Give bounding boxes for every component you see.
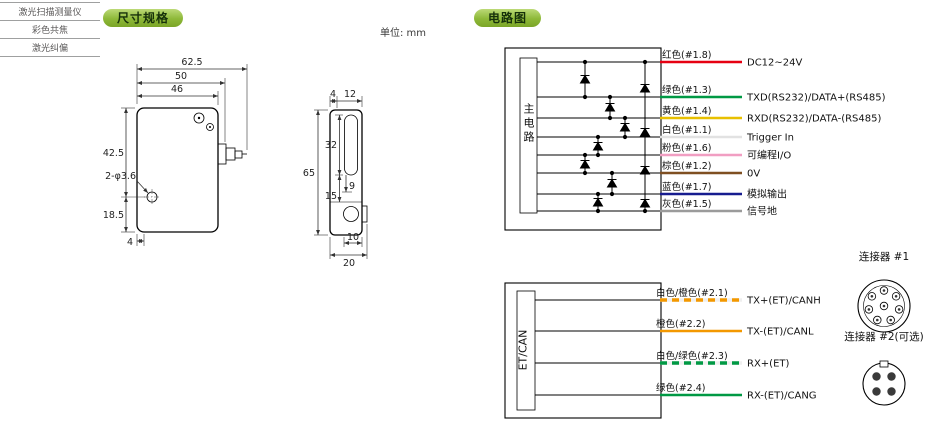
wire-color-label: 红色(#1.8) xyxy=(662,49,711,61)
wire-row-gray: 灰色(#1.5) 信号地 xyxy=(537,198,777,218)
wire-color-label: 白色(#1.1) xyxy=(662,124,711,136)
etcan-block-label: ET/CAN xyxy=(517,330,530,371)
wire-row-brown: 棕色(#1.2) 0V xyxy=(537,160,760,180)
dim-front-width-50: 50 xyxy=(175,71,187,82)
wire-color-label: 白色/绿色(#2.3) xyxy=(656,350,728,362)
connector-2: 连接器 #2(可选) xyxy=(844,330,924,406)
wire-row-red: 红色(#1.8) DC12~24V xyxy=(537,49,803,69)
unit-note: 单位: mm xyxy=(380,28,427,39)
wire-color-label: 黄色(#1.4) xyxy=(662,105,711,117)
wire-signal-label: TX+(ET)/CANH xyxy=(746,296,821,307)
connector-1: 连接器 #1 xyxy=(857,250,911,333)
side-view-drawing: 4 12 65 32 15 9 10 20 xyxy=(303,89,368,269)
wire-signal-label: RX-(ET)/CANG xyxy=(747,391,817,402)
connector-1-label: 连接器 #1 xyxy=(859,250,909,263)
wire-row-yellow: 黄色(#1.4) RXD(RS232)/DATA-(RS485) xyxy=(537,105,881,125)
wire-color-label: 棕色(#1.2) xyxy=(662,160,711,172)
wire-row-orange: 橙色(#2.2) TX-(ET)/CANL xyxy=(535,318,814,338)
wire-color-label: 灰色(#1.5) xyxy=(662,198,711,210)
wire-signal-label: 可编程I/O xyxy=(747,149,791,162)
dim-front-bottom-4: 4 xyxy=(127,237,133,248)
dim-front-height-185: 18.5 xyxy=(103,210,124,221)
wire-signal-label: TX-(ET)/CANL xyxy=(746,327,814,338)
wire-signal-label: 0V xyxy=(747,169,760,180)
wire-signal-label: RXD(RS232)/DATA-(RS485) xyxy=(747,114,881,125)
wire-signal-label: DC12~24V xyxy=(747,58,803,69)
connector-2-pins xyxy=(872,372,896,396)
wire-signal-label: RX+(ET) xyxy=(747,359,790,370)
nav-item-laser-correction[interactable]: 激光纠偏 xyxy=(0,38,100,56)
dim-side-15: 15 xyxy=(325,191,337,202)
dim-side-9: 9 xyxy=(349,181,355,192)
wire-color-label: 绿色(#1.3) xyxy=(662,84,711,96)
main-circuit-block xyxy=(519,57,538,214)
dim-side-bottom-20: 20 xyxy=(343,258,355,269)
wire-row-white-orange: 白色/橙色(#2.1) TX+(ET)/CANH xyxy=(535,287,821,307)
etcan-block xyxy=(516,290,536,411)
wire-color-label: 白色/橙色(#2.1) xyxy=(656,287,728,299)
dim-front-total-width: 62.5 xyxy=(181,57,202,68)
dim-side-slot-32: 32 xyxy=(325,140,337,151)
wire-signal-label: 信号地 xyxy=(747,205,777,218)
wire-row-white: 白色(#1.1) Trigger In xyxy=(537,124,794,144)
dim-front-width-46: 46 xyxy=(171,84,183,95)
wire-row-white-green: 白色/绿色(#2.3) RX+(ET) xyxy=(535,350,790,370)
main-circuit-block-label: 主电路 xyxy=(522,103,535,145)
wire-color-label: 粉色(#1.6) xyxy=(662,142,711,154)
dim-side-bottom-10: 10 xyxy=(347,232,359,243)
wire-row-blue: 蓝色(#1.7) 模拟输出 xyxy=(537,181,787,201)
hole-callout-label: 2-φ3.6 xyxy=(105,171,136,182)
front-view-drawing: 2-φ3.6 62.5 50 46 42.5 18.5 4 xyxy=(103,57,248,248)
dimensions-section-title: 尺寸规格 xyxy=(103,9,184,27)
dim-side-top-4: 4 xyxy=(330,89,336,100)
circuit-section-title: 电路图 xyxy=(474,9,542,27)
wire-color-label: 蓝色(#1.7) xyxy=(662,181,711,193)
wire-color-label: 绿色(#2.4) xyxy=(656,382,705,394)
connector-2-label: 连接器 #2(可选) xyxy=(844,330,924,343)
connector-2-keyway xyxy=(879,360,889,368)
front-dimensions: 62.5 50 46 42.5 18.5 4 xyxy=(103,57,247,248)
wire-signal-label: 模拟输出 xyxy=(747,188,787,201)
dim-side-height-65: 65 xyxy=(303,168,315,179)
nav-item-laser-scanner[interactable]: 激光扫描测量仪 xyxy=(0,2,100,20)
side-dimensions: 4 12 65 32 15 9 10 20 xyxy=(303,89,367,269)
wire-row-green-bus: 绿色(#2.4) RX-(ET)/CANG xyxy=(535,382,817,402)
wire-row-green: 绿色(#1.3) TXD(RS232)/DATA+(RS485) xyxy=(537,84,886,104)
wire-signal-label: Trigger In xyxy=(746,133,794,144)
wire-row-pink: 粉色(#1.6) 可编程I/O xyxy=(537,142,791,162)
nav-item-color-confocal[interactable]: 彩色共焦 xyxy=(0,20,100,38)
product-nav: 激光扫描测量仪 彩色共焦 激光纠偏 xyxy=(0,2,100,57)
dim-side-top-12: 12 xyxy=(344,89,356,100)
main-circuit-diagram: 主电路 xyxy=(504,47,886,231)
dim-front-height-425: 42.5 xyxy=(103,148,124,159)
wire-color-label: 橙色(#2.2) xyxy=(656,318,705,330)
wire-signal-label: TXD(RS232)/DATA+(RS485) xyxy=(746,93,886,104)
connector-1-pins xyxy=(864,286,904,325)
etcan-circuit-diagram: ET/CAN 白色/橙色(#2.1) TX+(ET)/CANH 橙色(#2.2)… xyxy=(504,282,821,419)
